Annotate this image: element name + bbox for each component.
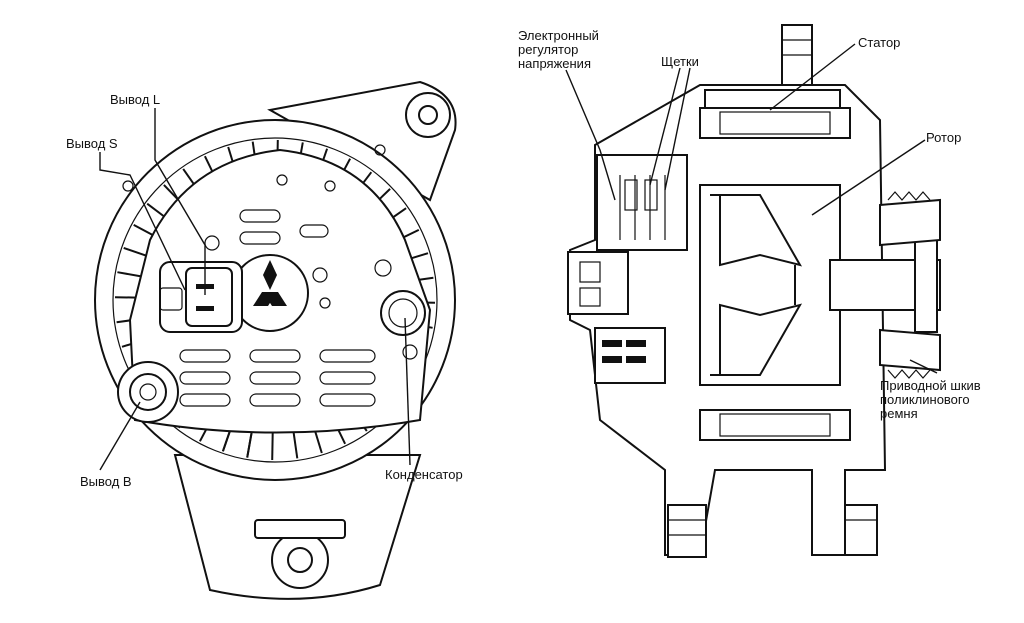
right-leader-lines xyxy=(565,43,938,374)
label-regulator-line3: напряжения xyxy=(518,56,591,71)
label-capacitor: Конденсатор xyxy=(385,467,463,482)
label-terminal-s: Вывод S xyxy=(66,136,118,151)
alternator-cross-section xyxy=(567,24,941,558)
label-stator: Статор xyxy=(858,35,900,50)
cooling-fin xyxy=(271,432,274,461)
three-diamonds-logo xyxy=(253,260,287,306)
label-pulley-line2: поликлинового xyxy=(880,392,970,407)
label-terminal-b: Вывод B xyxy=(80,474,132,489)
left-leader-lines xyxy=(99,108,411,471)
cooling-fin xyxy=(117,271,145,278)
alternator-rear-view xyxy=(94,80,457,600)
label-rotor: Ротор xyxy=(926,130,961,145)
label-pulley-line3: ремня xyxy=(880,406,918,421)
label-pulley-line1: Приводной шкив xyxy=(880,378,981,393)
cooling-fin xyxy=(246,430,253,458)
label-regulator-line2: регулятор xyxy=(518,42,578,57)
label-regulator-line1: Электронный xyxy=(518,28,599,43)
label-brushes: Щетки xyxy=(661,54,699,69)
label-terminal-l: Вывод L xyxy=(110,92,160,107)
cooling-fin xyxy=(292,431,299,459)
cooling-fin xyxy=(123,246,150,258)
